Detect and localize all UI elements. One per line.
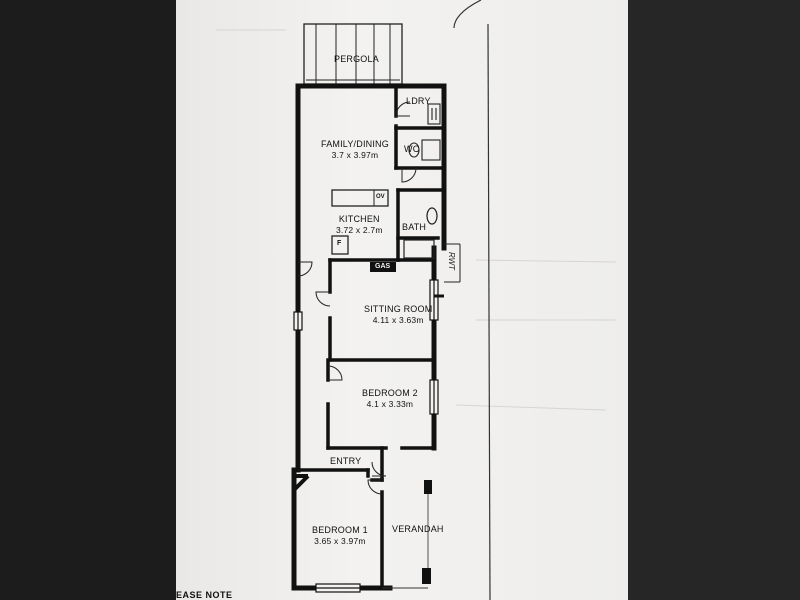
boundary-arc <box>453 0 482 29</box>
sitting-room-dims: 4.11 x 3.63m <box>372 315 424 325</box>
laundry-label: LDRY <box>406 96 431 106</box>
paper-texture <box>216 29 617 411</box>
bath-label: BATH <box>402 222 427 232</box>
footer-note: EASE NOTE <box>176 590 233 600</box>
kitchen-name: KITCHEN <box>338 214 380 224</box>
right-windows <box>429 279 439 415</box>
bedroom1-chimney <box>292 474 310 492</box>
wet-area-fixtures <box>408 103 441 161</box>
rwt-bracket <box>444 243 461 283</box>
verandah-label: VERANDAH <box>392 524 444 534</box>
bedroom2-name: BEDROOM 2 <box>362 388 418 398</box>
bedroom1-dims: 3.65 x 3.97m <box>314 536 366 546</box>
family-dining-label: FAMILY/DINING 3.7 x 3.97m <box>321 139 389 161</box>
door-swings <box>297 101 417 495</box>
background-left <box>0 0 176 600</box>
floor-plan-sheet: PERGOLA LDRY WC FAMILY/DINING 3.7 x 3.97… <box>176 0 628 600</box>
gas-meter-label: GAS <box>375 263 391 270</box>
bath-fixtures <box>403 207 438 259</box>
entry-label: ENTRY <box>330 456 362 466</box>
bedroom1-window <box>315 583 361 593</box>
left-window <box>293 311 303 331</box>
oven-label: OV <box>376 194 385 200</box>
family-dining-dims: 3.7 x 3.97m <box>331 150 379 160</box>
sitting-room-label: SITTING ROOM 4.11 x 3.63m <box>364 304 432 326</box>
fridge-label: F <box>337 240 342 247</box>
wc-label: WC <box>404 144 420 154</box>
kitchen-bench <box>331 189 396 272</box>
floor-plan-drawing <box>216 0 617 600</box>
exterior-walls <box>291 83 447 591</box>
fridge-box <box>331 235 349 255</box>
interior-walls <box>296 88 446 590</box>
kitchen-dims: 3.72 x 2.7m <box>336 225 383 235</box>
gas-meter-bg <box>370 262 396 272</box>
kitchen-label: KITCHEN 3.72 x 2.7m <box>336 214 383 236</box>
bedroom2-dims: 4.1 x 3.33m <box>366 399 414 409</box>
pergola-label: PERGOLA <box>334 54 379 64</box>
background-right <box>628 0 800 600</box>
bedroom1-name: BEDROOM 1 <box>312 525 368 535</box>
bedroom1-label: BEDROOM 1 3.65 x 3.97m <box>312 525 368 547</box>
bedroom2-label: BEDROOM 2 4.1 x 3.33m <box>362 388 418 410</box>
rwt-label: RWT <box>447 252 456 271</box>
family-dining-name: FAMILY/DINING <box>321 139 389 149</box>
sitting-room-name: SITTING ROOM <box>364 304 433 314</box>
boundary-line <box>487 23 491 600</box>
verandah-structure <box>382 480 432 589</box>
